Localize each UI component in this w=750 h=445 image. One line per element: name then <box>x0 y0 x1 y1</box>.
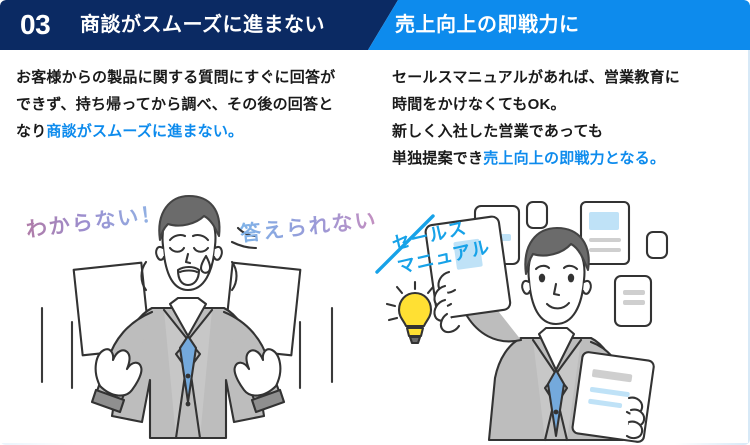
header-right-title: 売上向上の即戦力に <box>395 14 580 36</box>
header-left-title: 商談がスムーズに進まない <box>80 14 325 36</box>
confused-salesman-svg <box>40 194 334 440</box>
right-body-line-3: 新しく入社した営業であっても <box>392 123 604 140</box>
right-body-highlight: 売上向上の即戦力となる。 <box>483 150 666 167</box>
header-left-band <box>0 0 398 50</box>
panel-right-edge <box>748 50 750 445</box>
left-body-text: お客様からの製品に関する質問にすぐに回答が できず、持ち帰ってから調べ、その後の… <box>16 64 371 145</box>
confident-salesman-svg <box>375 200 669 443</box>
right-body-line-1: セールスマニュアルがあれば、営業教育に <box>392 69 680 86</box>
left-body-line-3-plain: なり <box>16 123 47 140</box>
right-body-line-4: 単独提案でき売上向上の即戦力となる。 <box>392 145 742 172</box>
right-illustration: セールスマニュアル <box>375 190 750 445</box>
left-body-line-3: なり商談がスムーズに進まない。 <box>16 118 371 145</box>
left-body-line-2: できず、持ち帰ってから調べ、その後の回答と <box>16 96 334 113</box>
header-step-number: 03 <box>20 9 51 40</box>
right-body-text: セールスマニュアルがあれば、営業教育に 時間をかけなくてもOK。 新しく入社した… <box>392 64 742 172</box>
panel-header: 03 商談がスムーズに進まない 売上向上の即戦力に <box>0 0 750 50</box>
right-body-line-4-plain: 単独提案でき <box>392 150 484 167</box>
right-body-line-2: 時間をかけなくてもOK。 <box>392 96 566 113</box>
left-body-highlight: 商談がスムーズに進まない。 <box>46 123 244 140</box>
panel-bottom-edge <box>0 443 750 445</box>
header-right-band <box>368 0 750 50</box>
left-body-line-1: お客様からの製品に関する質問にすぐに回答が <box>16 69 336 86</box>
left-illustration: わからない！ 答えられない <box>0 190 379 445</box>
